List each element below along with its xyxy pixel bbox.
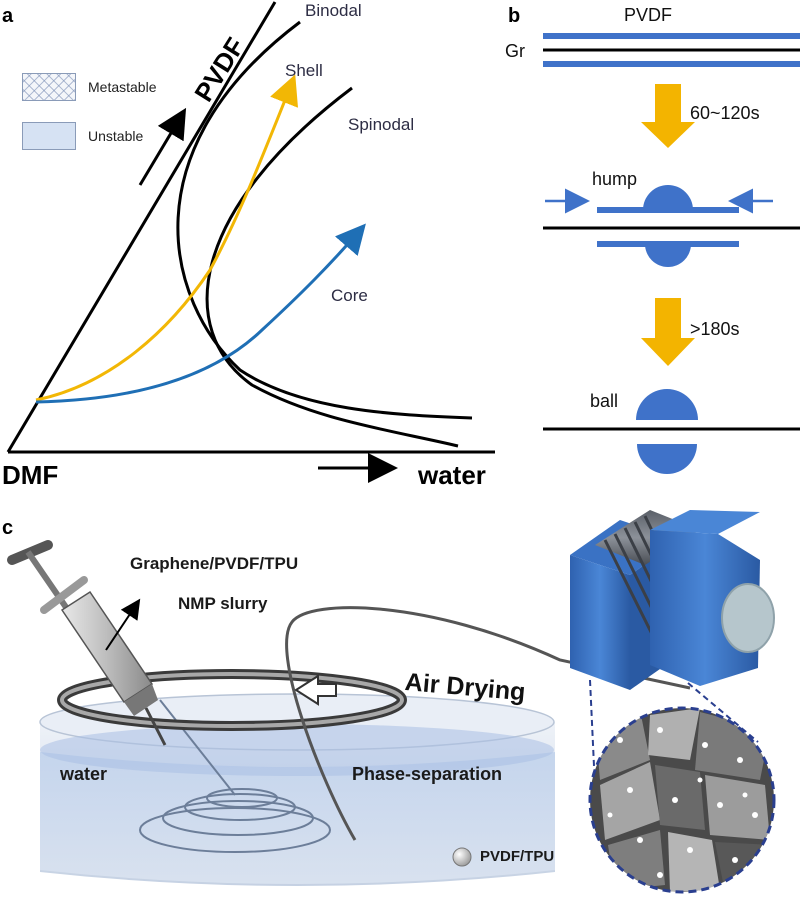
pvdf-tpu-legend-ball: [452, 847, 472, 867]
pvdf-tpu-legend-label: PVDF/TPU: [480, 848, 555, 865]
core-path-curve: [35, 223, 366, 404]
graphene-layer-label: Gr: [505, 41, 525, 61]
fiber-line: [285, 606, 691, 841]
water-volume: [40, 752, 555, 884]
ball-upper: [636, 389, 698, 420]
pvdf-direction-arrow: [138, 107, 187, 186]
panel-a-label: a: [2, 5, 14, 27]
spinodal-curve: [205, 86, 459, 448]
unstable-legend-label: Unstable: [88, 128, 144, 144]
panel-b-label: b: [508, 5, 521, 27]
microstructure-zoom: [590, 708, 774, 892]
hump-top-dome: [643, 185, 693, 210]
shell-label: Shell: [285, 61, 323, 80]
shell-path-curve: [35, 74, 299, 402]
slurry-title-label: Graphene/PVDF/TPU: [130, 554, 299, 573]
metastable-swatch: [22, 73, 76, 101]
core-label: Core: [331, 286, 368, 305]
step2-time-label: >180s: [690, 319, 740, 339]
water-axis-label: water: [418, 460, 486, 490]
spinodal-label: Spinodal: [348, 115, 415, 134]
bath-water-label: water: [60, 764, 108, 784]
phase-separation-label: Phase-separation: [352, 764, 503, 784]
panel-a-diagram: [6, 1, 495, 483]
dmf-axis-label: DMF: [2, 460, 59, 490]
zoom-line-right: [687, 682, 759, 743]
rotation-ring-highlight: [60, 672, 404, 728]
water-surface: [40, 724, 554, 776]
step2-arrow: [641, 298, 695, 366]
hump-label: hump: [592, 169, 638, 189]
step1-time-label: 60~120s: [690, 103, 760, 123]
slurry-pointer-arrow: [105, 598, 141, 651]
step1-arrow: [641, 84, 695, 148]
ball-label: ball: [590, 391, 619, 411]
rotation-arrow-icon: [294, 674, 337, 706]
hump-bottom-dome: [645, 244, 691, 267]
ball-lower: [637, 444, 697, 474]
binodal-label: Binodal: [305, 1, 362, 20]
spool-icon: [570, 510, 775, 690]
zoom-line-left: [589, 679, 595, 767]
panel-c-label: c: [2, 517, 14, 539]
pvdf-layer-label: PVDF: [624, 5, 673, 25]
slurry-subtitle-label: NMP slurry: [178, 594, 268, 613]
unstable-swatch: [22, 122, 76, 150]
fiber-coil: [139, 699, 331, 853]
ternary-left-edge: [6, 1, 277, 453]
metastable-legend-label: Metastable: [88, 79, 157, 95]
zoom-circle: [588, 706, 776, 894]
panel-b-diagram: [543, 33, 800, 474]
panel-c-diagram: [7, 510, 776, 894]
